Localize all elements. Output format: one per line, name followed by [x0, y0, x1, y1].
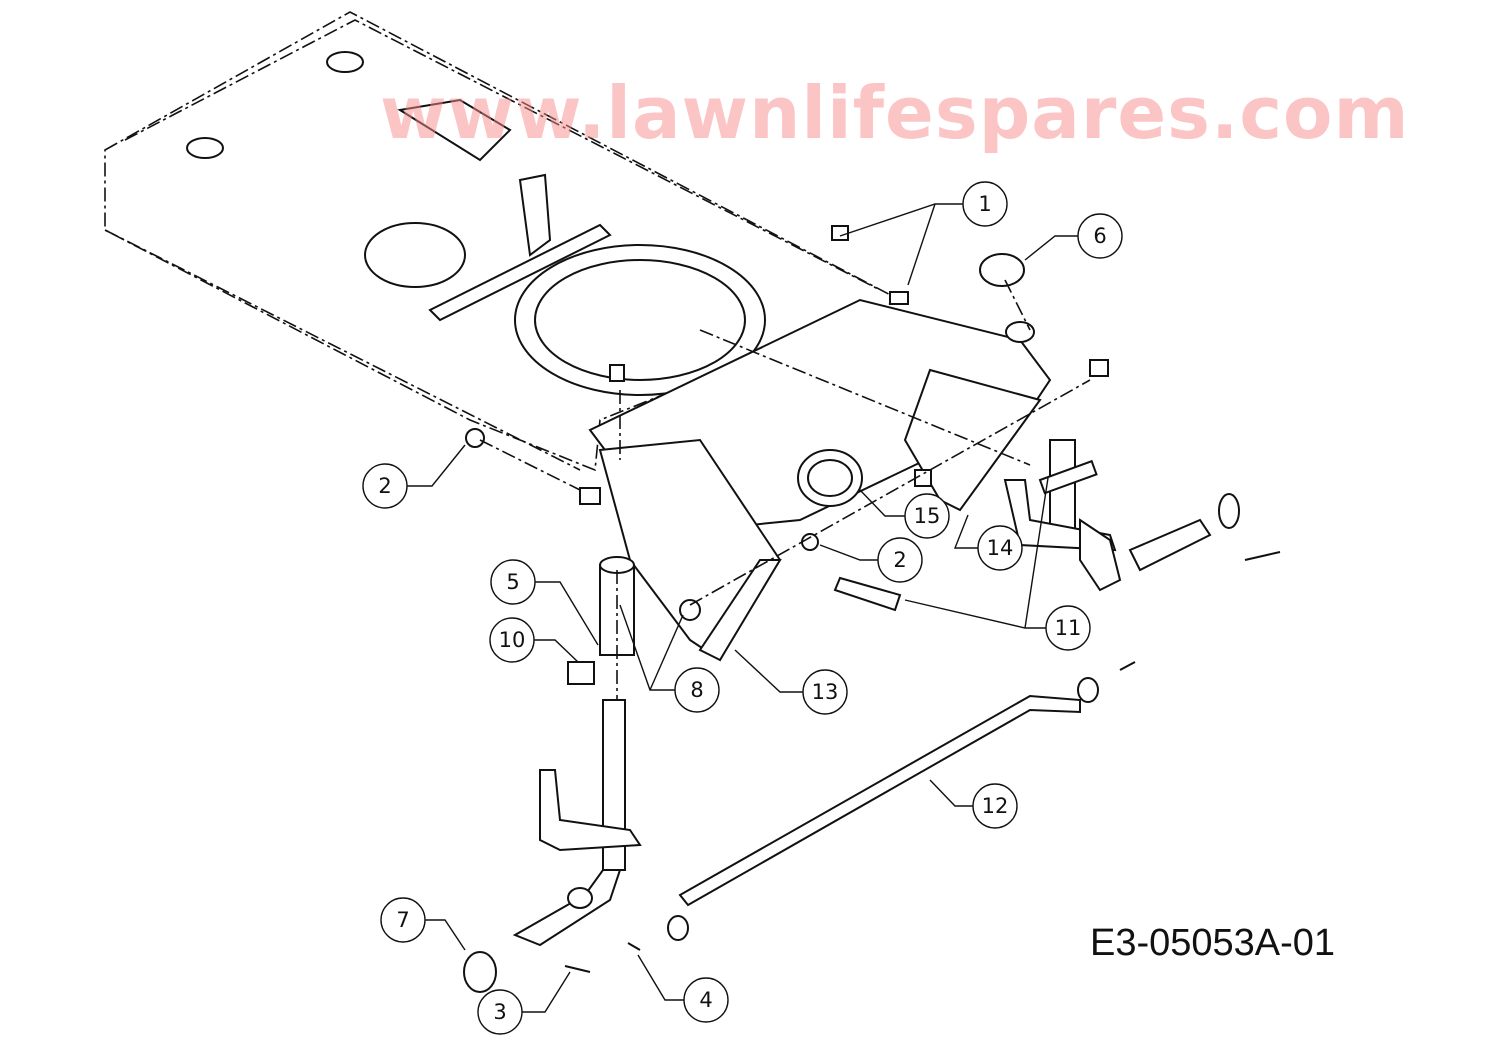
hardware	[463, 225, 1281, 993]
callout-label: 8	[690, 678, 703, 702]
callout-6: 6	[1077, 213, 1123, 259]
callout-11: 11	[1045, 605, 1091, 651]
callout-12: 12	[972, 783, 1018, 829]
spindle-left	[512, 556, 642, 947]
callout-5: 5	[490, 559, 536, 605]
callout-2a: 2	[362, 463, 408, 509]
callout-label: 4	[699, 988, 712, 1012]
callout-label: 15	[914, 504, 941, 528]
front-axle-beam	[588, 298, 1052, 662]
callout-label: 1	[978, 192, 991, 216]
callout-label: 2	[893, 548, 906, 572]
callout-label: 14	[987, 536, 1014, 560]
callout-label: 5	[506, 570, 519, 594]
callout-leaders	[407, 203, 1078, 1013]
chassis-frame	[104, 11, 902, 472]
callout-10: 10	[489, 617, 535, 663]
callout-label: 10	[499, 628, 526, 652]
callout-label: 12	[982, 794, 1009, 818]
callout-2b: 2	[877, 537, 923, 583]
watermark: www.lawnlifespares.com	[380, 71, 1410, 155]
callout-13: 13	[802, 669, 848, 715]
callout-label: 7	[396, 908, 409, 932]
callout-label: 11	[1055, 616, 1082, 640]
callout-1: 1	[962, 181, 1008, 227]
callout-3: 3	[477, 989, 523, 1035]
callout-8: 8	[674, 667, 720, 713]
callout-14: 14	[977, 525, 1023, 571]
tie-rod	[667, 677, 1099, 941]
callout-15: 15	[904, 493, 950, 539]
center-lines	[479, 279, 1091, 700]
diagram-code: E3-05053A-01	[1090, 922, 1336, 964]
callout-label: 2	[378, 474, 391, 498]
spindle-right	[1003, 439, 1212, 592]
callout-label: 3	[493, 1000, 506, 1024]
callout-label: 13	[812, 680, 839, 704]
callout-4: 4	[683, 977, 729, 1023]
callout-7: 7	[380, 897, 426, 943]
callout-label: 6	[1093, 224, 1106, 248]
